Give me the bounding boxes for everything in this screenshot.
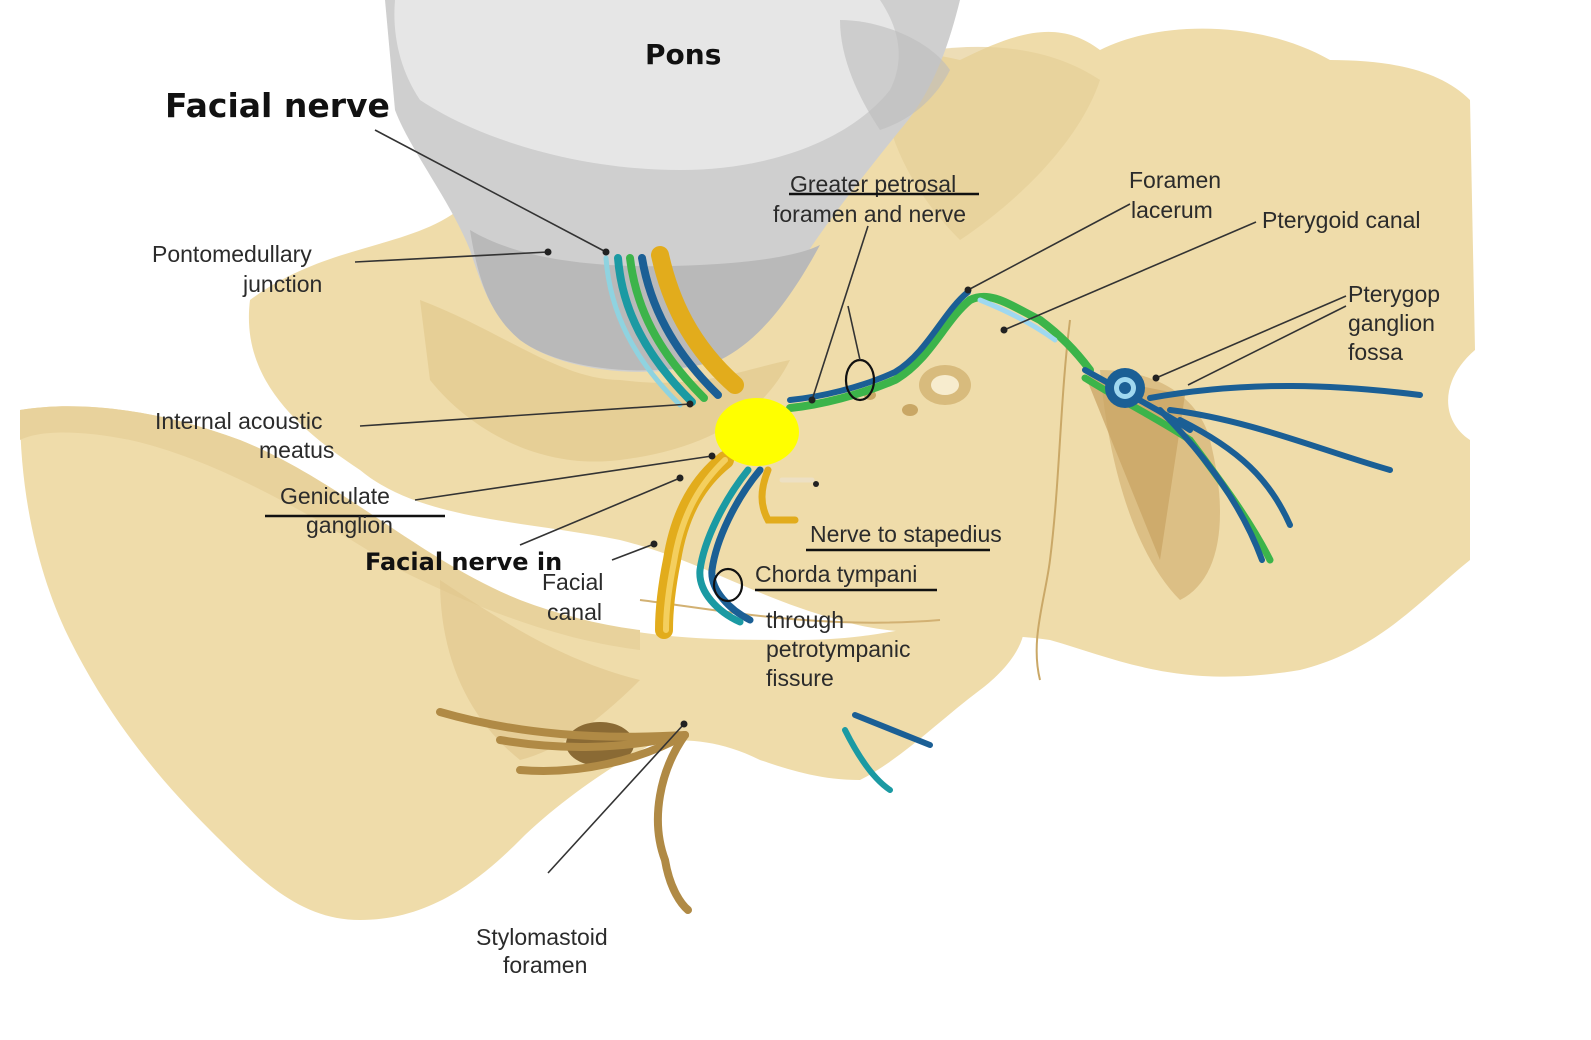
label-petro-2: petrotympanic [766,636,910,662]
label-stapedius: Nerve to stapedius [810,521,1002,547]
label-pontomedullary-1: Pontomedullary [152,241,312,267]
label-facial-nerve: Facial nerve [165,86,390,125]
extracranial-branches [436,708,692,914]
pterygopalatine-ganglion [1105,368,1145,408]
label-pons: Pons [645,38,721,71]
label-chorda: Chorda tympani [755,561,917,587]
facial-canal-nerve [655,451,815,639]
label-pterygop-2: ganglion [1348,310,1435,336]
label-geniculate-2: ganglion [306,512,393,538]
label-lacerum-1: Foramen [1129,167,1221,193]
labels: Pons Facial nerve Pontomedullary junctio… [152,38,1440,978]
label-gpn-2: foramen and nerve [773,201,966,227]
label-stylomastoid-1: Stylomastoid [476,924,608,950]
label-iam-1: Internal acoustic [155,408,322,434]
leader-lines [354,129,1347,874]
label-gpn-1: Greater petrosal [790,171,956,197]
pterygopalatine-branches [1147,382,1423,563]
label-iam-2: meatus [259,437,334,463]
label-facial-canal-1: Facial [542,569,603,595]
facial-nerve-trunk [603,246,744,408]
label-facial-canal-2: canal [547,599,602,625]
label-petro-1: through [766,607,844,633]
label-petro-3: fissure [766,665,834,691]
label-pterygop-3: fossa [1348,339,1403,365]
label-pterygoid-canal: Pterygoid canal [1262,207,1421,233]
label-lacerum-2: lacerum [1131,197,1213,223]
chorda-exit-branches [842,712,933,793]
label-stylomastoid-2: foramen [503,952,587,978]
pons-shape [385,0,960,372]
geniculate-ganglion-marker [715,398,799,466]
label-pontomedullary-2: junction [242,271,322,297]
label-facial-nerve-in: Facial nerve in [365,548,562,576]
label-geniculate-1: Geniculate [280,483,390,509]
greater-petrosal-nerve [786,289,1094,412]
label-pterygop-1: Pterygop [1348,281,1440,307]
